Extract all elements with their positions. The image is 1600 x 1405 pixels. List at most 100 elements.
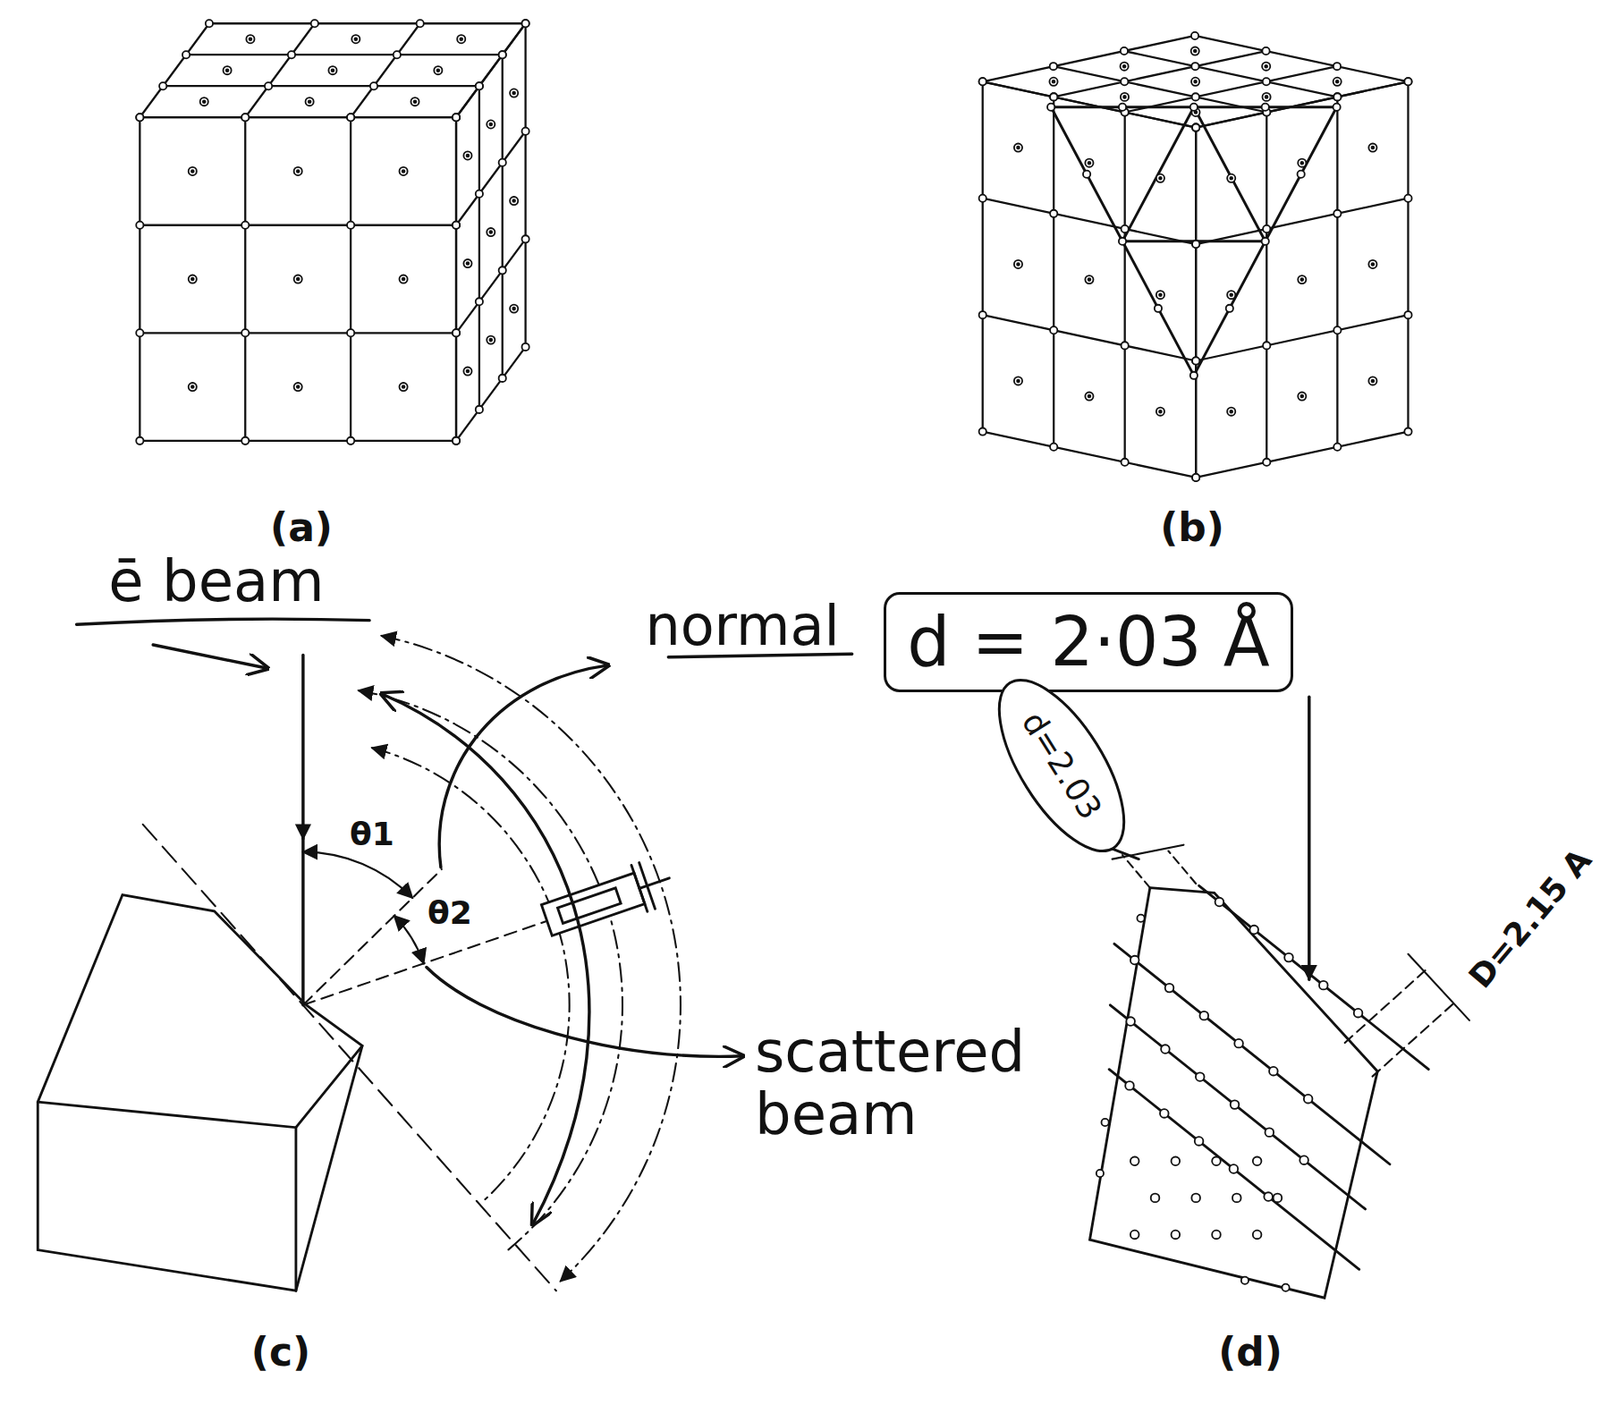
illustration-part [191,385,195,389]
illustration-part [381,694,590,1225]
illustration-part [1192,474,1200,482]
illustration-part [489,338,492,342]
illustration-part [452,437,460,445]
illustration-part [1154,304,1162,313]
beam-label: ē beam [108,550,324,613]
illustration-part [1264,65,1268,68]
illustration-part [351,34,360,43]
illustration-part [191,278,195,281]
illustration-part [1120,93,1129,102]
illustration-part [37,23,1470,1298]
illustration-part [1195,314,1408,361]
illustration-part [558,888,622,924]
illustration-part [1300,395,1304,398]
illustration-part [456,238,526,333]
illustration-part [1084,391,1093,400]
illustration-part [1333,443,1341,451]
illustration-part [455,117,458,441]
illustration-part [1193,80,1197,84]
illustration-part [1159,410,1162,414]
illustration-part [349,117,352,441]
illustration-part [1371,146,1375,150]
illustration-part [1297,170,1305,178]
illustration-part [205,19,213,27]
illustration-part [1192,124,1200,132]
illustration-part [1191,62,1199,70]
illustration-part [1281,1284,1289,1292]
illustration-part [1193,107,1266,242]
illustration-part [139,23,210,118]
illustration-part [1404,77,1412,85]
illustration-part [982,431,1196,478]
illustration-part [1193,50,1197,53]
illustration-part [1122,107,1194,242]
illustration-part [1171,1230,1181,1240]
illustration-part [1124,50,1338,97]
illustration-part [1014,376,1023,385]
illustration-part [162,84,480,87]
illustration-part [499,50,507,59]
panel-label: (c) [251,1330,311,1374]
illustration-part [1016,380,1020,383]
illustration-part [1192,124,1200,132]
illustration-part [138,117,141,441]
illustration-part [489,123,492,127]
illustration-part [1195,81,1408,127]
illustration-part [37,895,363,1292]
illustration-part [499,159,507,167]
illustration-part [1190,372,1198,380]
illustration-part [1194,35,1408,82]
illustration-part [370,82,378,90]
illustration-part [1049,77,1058,86]
illustration-part [1049,326,1058,334]
illustration-part [1336,96,1338,447]
illustration-part [241,221,249,229]
illustration-part [455,117,458,441]
illustration-part [139,116,457,119]
illustration-part [1261,103,1270,111]
illustration-part [1261,47,1270,55]
illustration-part [399,382,408,391]
illustration-part [466,154,470,158]
ellipse-outline [974,660,1149,871]
illustration-part [1303,1094,1313,1104]
illustration-part [139,224,457,227]
illustration-part [979,77,987,85]
illustration-part [159,82,167,90]
panel-label: (d) [1218,1330,1283,1374]
illustration-part [521,127,529,136]
illustration-part [1171,1157,1181,1167]
illustration-part [521,235,529,243]
illustration-part [188,274,197,283]
illustration-part [1299,1155,1309,1165]
illustration-part [1230,1100,1240,1109]
normal-label: normal [644,595,839,657]
illustration-part [456,131,526,226]
illustration-part [1261,62,1270,71]
illustration-part [1125,1016,1135,1026]
illustration-part [1121,458,1129,466]
illustration-part [1156,407,1165,416]
illustration-part [1194,127,1197,478]
illustration-part [1319,981,1329,991]
illustration-part [1192,240,1200,248]
illustration-part [1016,146,1020,150]
illustration-part [245,34,254,43]
illustration-part [456,347,526,441]
illustration-part [1194,1136,1204,1146]
illustration-part [499,50,507,59]
illustration-part [982,81,984,432]
illustration-part [1227,174,1236,183]
illustration-part [1090,888,1379,1299]
illustration-part [1194,127,1197,478]
illustration-part [509,88,518,97]
illustration-part [296,169,300,173]
illustration-part [203,100,206,103]
illustration-part [399,274,408,283]
illustration-part [1124,111,1126,462]
illustration-part [37,1101,297,1291]
illustration-part [452,437,460,445]
illustration-part [152,644,268,669]
illustration-part [241,113,249,121]
illustration-part [982,81,1196,127]
